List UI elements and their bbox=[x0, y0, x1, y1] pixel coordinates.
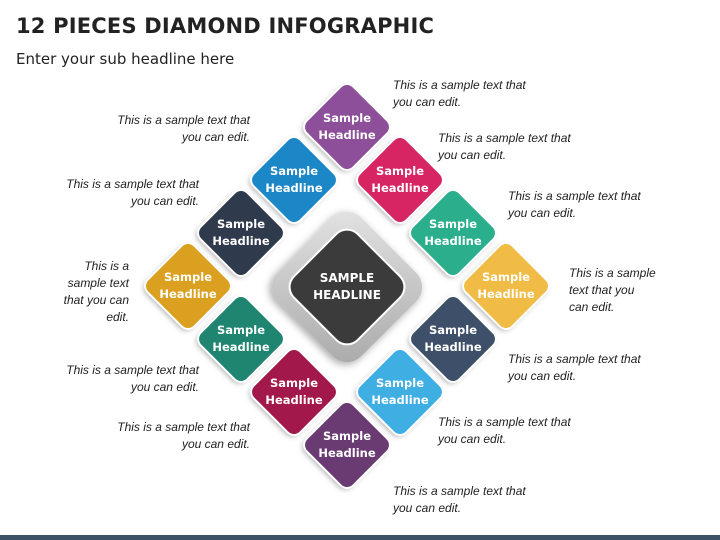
sample-text-9-line-2: you can edit. bbox=[508, 369, 577, 383]
sample-text-6-line-3: that you can bbox=[63, 293, 129, 307]
center-headline-line-1: SAMPLE bbox=[319, 271, 375, 285]
sample-text-5-line-1: This is a sample text that bbox=[508, 189, 641, 203]
sample-text-7: This is a sample text that you can edit. bbox=[569, 265, 656, 316]
sample-text-7-line-1: This is a sample bbox=[569, 266, 656, 280]
sample-text-3-line-1: This is a sample text that bbox=[438, 131, 571, 145]
sample-text-7-line-3: can edit. bbox=[569, 300, 615, 314]
sample-text-8-line-1: This is a sample text that bbox=[66, 363, 199, 377]
sample-text-4-line-2: you can edit. bbox=[130, 194, 199, 208]
sample-text-1: This is a sample text that you can edit. bbox=[393, 77, 526, 111]
sample-text-3-line-2: you can edit. bbox=[438, 148, 507, 162]
sample-text-12: This is a sample text that you can edit. bbox=[393, 483, 526, 517]
page-subtitle: Enter your sub headline here bbox=[16, 50, 235, 68]
sample-text-6-line-1: This is a bbox=[84, 259, 129, 273]
sample-text-2: This is a sample text that you can edit. bbox=[117, 112, 250, 146]
sample-text-6-line-2: sample text bbox=[67, 276, 129, 290]
sample-text-1-line-1: This is a sample text that bbox=[393, 78, 526, 92]
sample-text-11: This is a sample text that you can edit. bbox=[438, 414, 571, 448]
sample-text-5-line-2: you can edit. bbox=[508, 206, 577, 220]
sample-text-10-line-2: you can edit. bbox=[181, 437, 250, 451]
sample-text-10: This is a sample text that you can edit. bbox=[117, 419, 250, 453]
sample-text-4-line-1: This is a sample text that bbox=[66, 177, 199, 191]
sample-text-7-line-2: text that you bbox=[569, 283, 635, 297]
sample-text-2-line-1: This is a sample text that bbox=[117, 113, 250, 127]
sample-text-9: This is a sample text that you can edit. bbox=[508, 351, 641, 385]
center-headline: SAMPLE HEADLINE bbox=[287, 270, 407, 304]
sample-text-1-line-2: you can edit. bbox=[393, 95, 462, 109]
sample-text-6-line-4: edit. bbox=[106, 310, 129, 324]
page-title: 12 PIECES DIAMOND INFOGRAPHIC bbox=[16, 14, 435, 38]
sample-text-12-line-2: you can edit. bbox=[393, 501, 462, 515]
sample-text-9-line-1: This is a sample text that bbox=[508, 352, 641, 366]
sample-text-6: This is a sample text that you can edit. bbox=[64, 258, 129, 326]
bottom-accent-bar bbox=[0, 535, 720, 540]
sample-text-3: This is a sample text that you can edit. bbox=[438, 130, 571, 164]
sample-text-10-line-1: This is a sample text that bbox=[117, 420, 250, 434]
sample-text-4: This is a sample text that you can edit. bbox=[66, 176, 199, 210]
sample-text-11-line-2: you can edit. bbox=[438, 432, 507, 446]
sample-text-5: This is a sample text that you can edit. bbox=[508, 188, 641, 222]
sample-text-11-line-1: This is a sample text that bbox=[438, 415, 571, 429]
center-headline-line-2: HEADLINE bbox=[313, 288, 381, 302]
sample-text-12-line-1: This is a sample text that bbox=[393, 484, 526, 498]
sample-text-8-line-2: you can edit. bbox=[130, 380, 199, 394]
sample-text-2-line-2: you can edit. bbox=[181, 130, 250, 144]
sample-text-8: This is a sample text that you can edit. bbox=[66, 362, 199, 396]
